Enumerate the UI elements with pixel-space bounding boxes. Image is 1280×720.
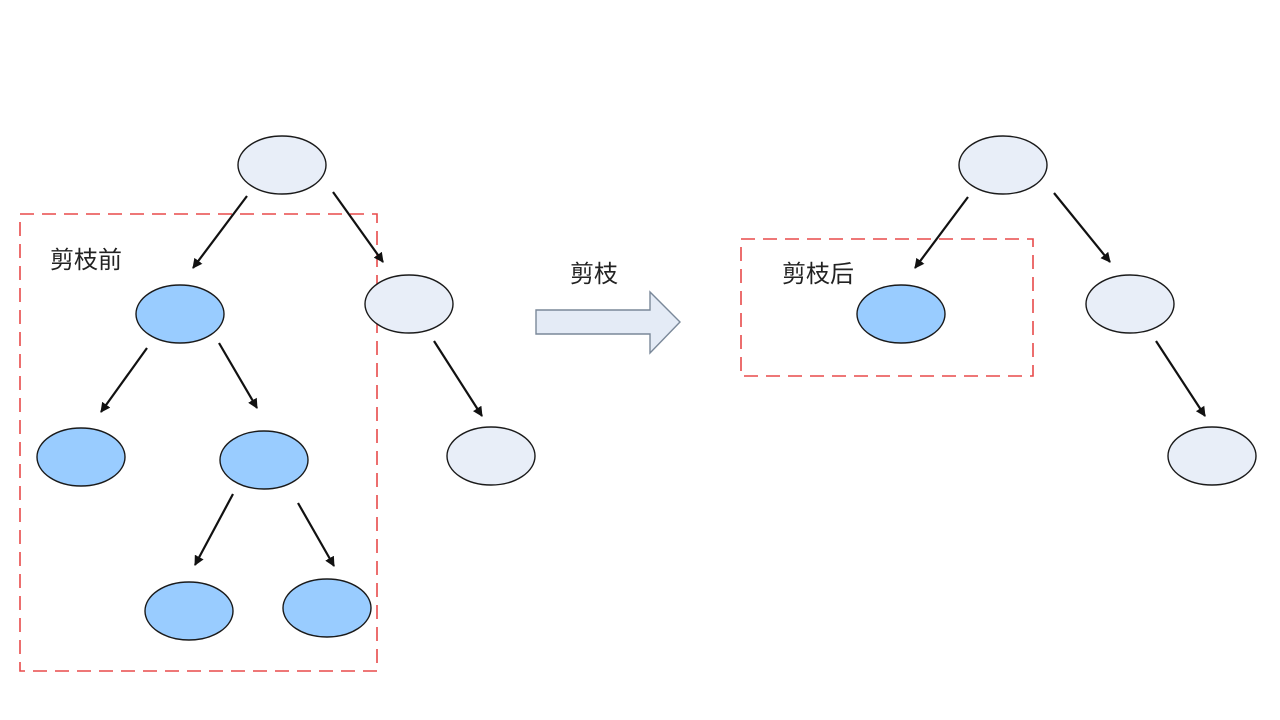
edge-right-to-rightchild bbox=[433, 340, 483, 417]
edge-root-to-right bbox=[332, 191, 384, 263]
tree-node-root bbox=[958, 135, 1048, 195]
tree-node-pruned bbox=[856, 284, 946, 344]
edge-leftright-to-ll bbox=[194, 493, 234, 566]
after-pruning-label: 剪枝后 bbox=[782, 260, 854, 288]
edge-root-to-right bbox=[1053, 192, 1111, 263]
edge-root-to-left bbox=[192, 195, 248, 269]
tree-node-pruned bbox=[144, 581, 234, 641]
tree-node-kept bbox=[446, 426, 536, 486]
tree-node-pruned bbox=[219, 430, 309, 490]
tree-after: 剪枝后 bbox=[740, 135, 1257, 486]
tree-node-pruned bbox=[282, 578, 372, 638]
prune-action-label: 剪枝 bbox=[570, 260, 618, 288]
right-arrow-outline bbox=[535, 290, 681, 355]
edge-left-to-leftleft bbox=[100, 347, 148, 413]
tree-node-kept bbox=[1167, 426, 1257, 486]
tree-node-pruned bbox=[36, 427, 126, 487]
edge-leftright-to-lr bbox=[297, 502, 335, 567]
tree-before: 剪枝前 bbox=[19, 135, 536, 672]
tree-node-kept bbox=[364, 274, 454, 334]
before-pruning-label: 剪枝前 bbox=[50, 246, 122, 274]
tree-node-root bbox=[237, 135, 327, 195]
prune-action: 剪枝 bbox=[535, 260, 681, 355]
tree-node-pruned bbox=[135, 284, 225, 344]
tree-node-kept bbox=[1085, 274, 1175, 334]
after-pruning-region bbox=[740, 238, 1034, 377]
edge-root-to-left bbox=[914, 196, 969, 269]
before-pruning-region bbox=[19, 213, 378, 672]
right-arrow-icon bbox=[536, 292, 680, 353]
edge-right-to-rightchild bbox=[1155, 340, 1206, 417]
edge-left-to-leftright bbox=[218, 342, 258, 409]
